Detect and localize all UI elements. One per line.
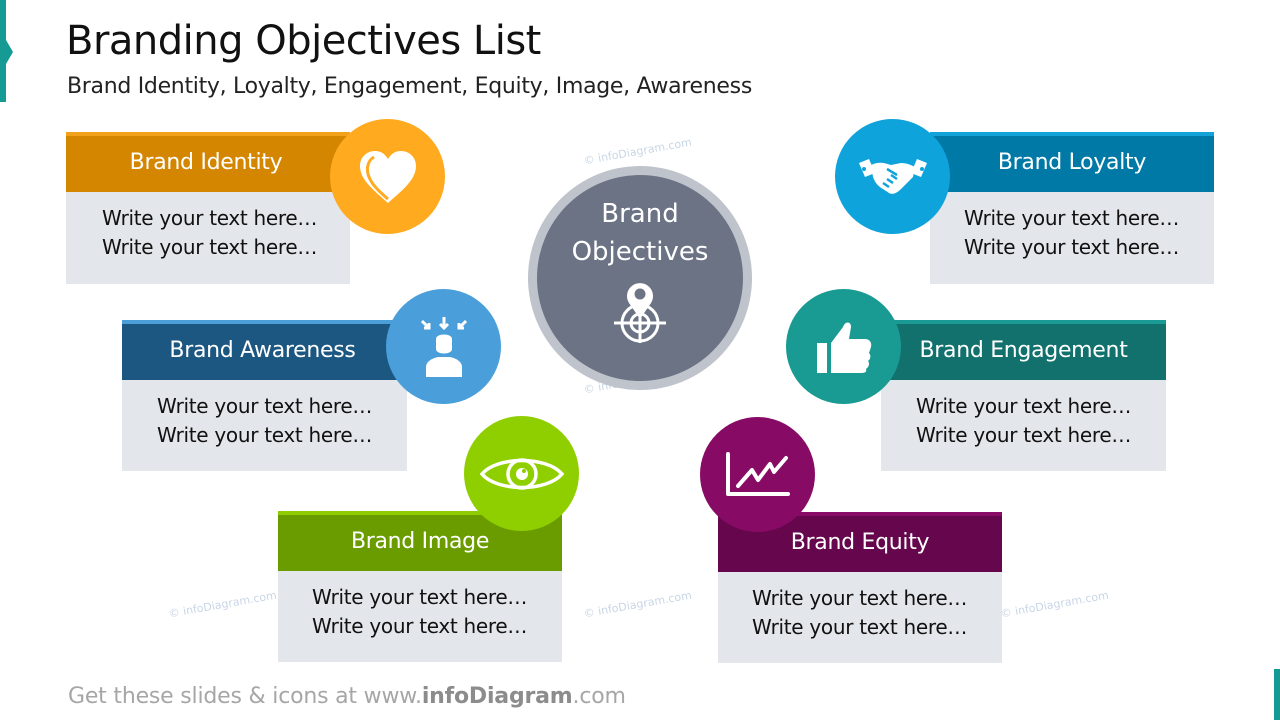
left-accent-bar bbox=[0, 0, 6, 102]
growth-chart-icon bbox=[725, 451, 790, 496]
card-body: Write your text here… Write your text he… bbox=[718, 572, 1002, 663]
card-brand-equity: Brand Equity Write your text here… Write… bbox=[718, 512, 1002, 663]
card-brand-identity: Brand Identity Write your text here… Wri… bbox=[66, 132, 350, 284]
slide-subtitle: Brand Identity, Loyalty, Engagement, Equ… bbox=[67, 74, 752, 99]
card-text-line[interactable]: Write your text here… bbox=[102, 206, 318, 230]
card-header: Brand Engagement bbox=[881, 320, 1166, 380]
card-title: Brand Image bbox=[350, 528, 490, 554]
card-title: Brand Awareness bbox=[169, 337, 356, 363]
brand-loyalty-icon-circle bbox=[835, 119, 950, 234]
footer-brand[interactable]: infoDiagram bbox=[421, 684, 573, 709]
center-hub-line1: Brand bbox=[601, 199, 679, 229]
card-text-line[interactable]: Write your text here… bbox=[964, 235, 1180, 259]
center-hub: Brand Objectives bbox=[537, 175, 743, 381]
card-text-line[interactable]: Write your text here… bbox=[102, 235, 318, 259]
target-pin-icon bbox=[614, 283, 666, 343]
right-accent-bar bbox=[1274, 669, 1280, 720]
thumbs-up-icon bbox=[816, 322, 871, 373]
brand-awareness-icon-circle bbox=[386, 289, 501, 404]
card-text-line[interactable]: Write your text here… bbox=[964, 206, 1180, 230]
center-hub-line2: Objectives bbox=[571, 237, 709, 267]
card-header: Brand Equity bbox=[718, 512, 1002, 572]
footer-suffix: .com bbox=[572, 684, 626, 709]
card-body: Write your text here… Write your text he… bbox=[881, 380, 1166, 471]
card-text-line[interactable]: Write your text here… bbox=[312, 614, 528, 638]
person-focus-icon bbox=[420, 316, 467, 377]
card-title: Brand Identity bbox=[129, 149, 283, 175]
card-title: Brand Loyalty bbox=[997, 149, 1147, 175]
card-header: Brand Awareness bbox=[122, 320, 407, 380]
card-header: Brand Loyalty bbox=[930, 132, 1214, 192]
card-body: Write your text here… Write your text he… bbox=[278, 571, 562, 662]
eye-icon bbox=[479, 457, 564, 490]
footer-credit: Get these slides & icons at www.infoDiag… bbox=[68, 684, 626, 709]
watermark: © infoDiagram.com bbox=[582, 135, 693, 168]
card-body: Write your text here… Write your text he… bbox=[66, 192, 350, 284]
watermark: © infoDiagram.com bbox=[999, 588, 1110, 621]
brand-image-icon-circle bbox=[464, 416, 579, 531]
card-text-line[interactable]: Write your text here… bbox=[916, 394, 1132, 418]
brand-equity-icon-circle bbox=[700, 417, 815, 532]
slide-title: Branding Objectives List bbox=[66, 18, 541, 64]
heart-icon bbox=[359, 150, 416, 203]
brand-identity-icon-circle bbox=[330, 119, 445, 234]
card-text-line[interactable]: Write your text here… bbox=[916, 423, 1132, 447]
card-header: Brand Identity bbox=[66, 132, 350, 192]
card-text-line[interactable]: Write your text here… bbox=[312, 585, 528, 609]
watermark: © infoDiagram.com bbox=[582, 588, 693, 621]
card-brand-awareness: Brand Awareness Write your text here… Wr… bbox=[122, 320, 407, 471]
footer-prefix: Get these slides & icons at www. bbox=[68, 684, 422, 709]
card-text-line[interactable]: Write your text here… bbox=[157, 394, 373, 418]
brand-engagement-icon-circle bbox=[786, 289, 901, 404]
watermark: © infoDiagram.com bbox=[167, 588, 278, 621]
card-body: Write your text here… Write your text he… bbox=[930, 192, 1214, 284]
handshake-icon bbox=[858, 158, 927, 194]
card-text-line[interactable]: Write your text here… bbox=[157, 423, 373, 447]
card-brand-engagement: Brand Engagement Write your text here… W… bbox=[881, 320, 1166, 471]
card-title: Brand Equity bbox=[790, 529, 930, 555]
card-body: Write your text here… Write your text he… bbox=[122, 380, 407, 471]
left-accent-notch bbox=[6, 40, 13, 64]
card-brand-image: Brand Image Write your text here… Write … bbox=[278, 511, 562, 662]
card-title: Brand Engagement bbox=[919, 337, 1128, 363]
card-text-line[interactable]: Write your text here… bbox=[752, 586, 968, 610]
card-brand-loyalty: Brand Loyalty Write your text here… Writ… bbox=[930, 132, 1214, 284]
card-text-line[interactable]: Write your text here… bbox=[752, 615, 968, 639]
